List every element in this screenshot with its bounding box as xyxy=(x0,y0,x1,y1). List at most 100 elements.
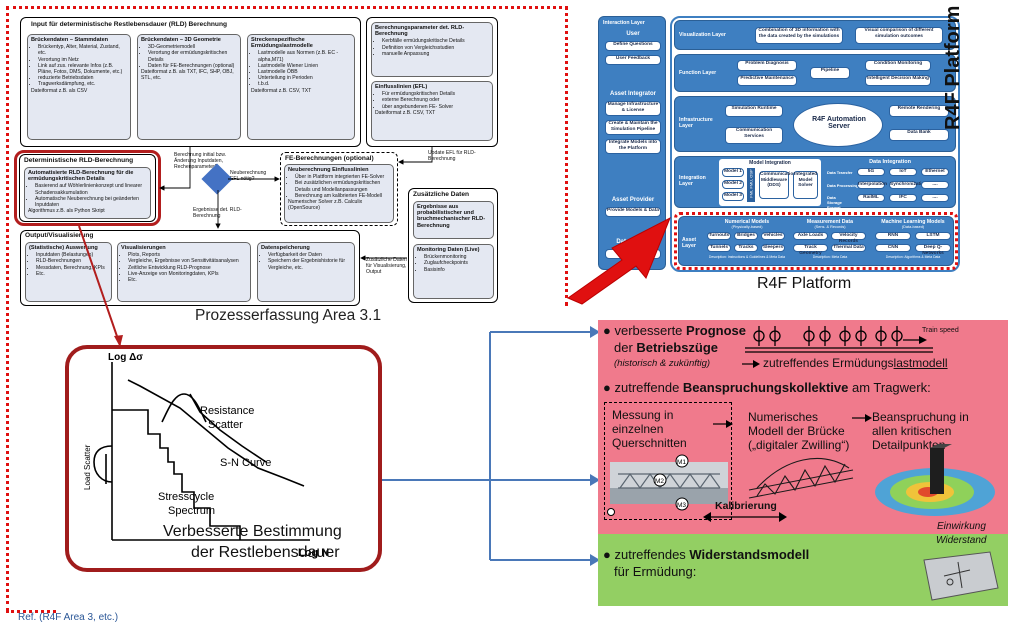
geo-box: Brückendaten – 3D Geometrie 3D-Geometrie… xyxy=(137,34,241,140)
zus-mon-title: Monitoring Daten (Live) xyxy=(417,247,480,253)
define-questions: Define Questions xyxy=(605,41,661,51)
stat-box: (Statistische) Auswertung Inputdaten (Be… xyxy=(25,242,112,302)
meas-cell: Track Geometry xyxy=(793,244,828,256)
num-cell: Turnouts xyxy=(707,232,731,240)
dt-row-1: Data Transfer xyxy=(827,170,853,175)
meas-sub: (Sens. & Records) xyxy=(814,225,846,229)
condition-monitoring: Condition Monitoring xyxy=(865,60,931,71)
efl-item: externe Berechnung oder xyxy=(382,97,489,103)
p3-a: zutreffendes xyxy=(614,547,690,562)
data-bank: Data Bank xyxy=(889,129,949,141)
vis-item: Zeitliche Entwicklung RLD-Prognose xyxy=(128,265,247,271)
dt-row-2: Data Processing xyxy=(827,183,859,188)
vis-layer-label: Visualization Layer xyxy=(679,32,726,38)
fe-item: Bei zusätzlichen ermüdungskritischen Det… xyxy=(295,180,390,192)
manage-infra: Manage Infrastructure & License xyxy=(605,101,661,116)
function-layer: Function Layer Problem Diagnosis Predict… xyxy=(674,54,956,92)
remote-rendering: Remote Rendering xyxy=(889,105,949,117)
zus-box: Zusätzliche Daten Ergebnisse aus probabi… xyxy=(408,188,498,303)
p1-arrow-underlined: lastmodell xyxy=(893,356,948,370)
stamm-item: Brückentyp, Alter, Material, Zustand, et… xyxy=(38,44,127,56)
sn-curve xyxy=(127,379,305,487)
num-text: Numerisches Modell der Brücke („digitale… xyxy=(748,410,850,452)
infra-layer: Infrastructure Layer Simulation Runtime … xyxy=(674,96,956,152)
load-scatter-curve xyxy=(93,445,113,483)
pipeline-box: Pipeline xyxy=(810,67,850,79)
p1-e: (historisch & zukünftig) xyxy=(614,358,711,369)
integrated-solver: Integrated Model Solver xyxy=(793,171,818,199)
blue-connectors xyxy=(382,326,600,566)
sn-x-label: Log N xyxy=(298,547,329,559)
asset-layer-frame xyxy=(674,212,958,270)
vis-item: Plots, Reports xyxy=(128,252,247,258)
efl-inner: Einflusslinien (EFL) Für ermüdungskritis… xyxy=(371,81,493,141)
p3-b: Widerstandsmodell xyxy=(689,547,810,562)
sensor-markers: M1 M2 M3 xyxy=(653,454,689,511)
strecke-item: Lastmodelle ÖBB xyxy=(258,69,351,75)
p2-line: ● zutreffende Beanspruchungskollektive a… xyxy=(603,380,931,395)
meas-desc: Description: Meta Data xyxy=(812,255,848,259)
ml-models: Machine Learning Models (Data-based) RNN… xyxy=(873,219,953,264)
p1-c: der xyxy=(614,340,637,355)
zus-mon-item: Brückenmonitoring xyxy=(424,254,490,260)
det-footer: Algorithmus z.B. als Python Skript xyxy=(28,208,105,215)
param-item: Definition von Vergleichsstudien xyxy=(382,45,489,51)
p2-a: zutreffende xyxy=(614,380,683,395)
meas-cell: Velocity Records xyxy=(831,232,866,244)
problem-diagnosis: Problem Diagnosis xyxy=(737,60,797,71)
red-connector xyxy=(78,225,123,347)
p2-bullet: ● xyxy=(603,380,611,395)
vis-item: Live-Anzeige von Monitoringdaten, KPIs xyxy=(128,271,247,277)
dt-cell: Ethernet xyxy=(921,168,949,176)
flow-initial: Berechnung initial bzw. Änderung Inputda… xyxy=(174,152,227,171)
p1-bullet: ● xyxy=(603,323,611,338)
m3: M3 xyxy=(677,502,686,509)
mess-box xyxy=(604,402,732,520)
num-cell: Sleepers xyxy=(761,244,785,252)
p1-b: Prognose xyxy=(686,323,746,338)
fe-title: FE-Berechnungen (optional) xyxy=(285,155,374,162)
asset-layer-label: Asset Layer xyxy=(682,237,697,249)
vis-box: Visualisierungen Plots, Reports Vergleic… xyxy=(117,242,251,302)
sn-box xyxy=(65,345,382,572)
ds-item: Verfügbarkeit der Daten xyxy=(268,252,351,258)
det-subtitle: Automatisierte RLD-Berechnung für die er… xyxy=(28,170,134,183)
p2-arrow-1 xyxy=(713,420,733,428)
process-connectors xyxy=(159,147,433,261)
param-item: Kerbfälle ermüdungskritische Details xyxy=(382,38,489,44)
ml-cell: RNN xyxy=(875,232,911,240)
vis-layer: Visualization Layer Combination of 3D in… xyxy=(674,20,956,50)
comm-services: Communication Services xyxy=(725,127,783,144)
stamm-item: Verortung im Netz xyxy=(38,57,127,63)
param-item: manuelle Anpassung xyxy=(382,51,489,57)
ml-desc: Description: Algorithms & Meta Data xyxy=(885,255,941,259)
zus-erg-title: Ergebnisse aus probabilistischer und bru… xyxy=(417,204,486,229)
infra-layer-label: Infrastructure Layer xyxy=(679,117,713,129)
strecke-footer: Dateiformat z.B. CSV, TXT xyxy=(251,87,312,94)
vis-item: Etc. xyxy=(128,277,247,283)
resistance-scatter-curve xyxy=(161,393,207,423)
sn-caption-1: Verbesserte Bestimmung xyxy=(163,523,342,540)
data-integration: Data Integration Data Transfer Data Proc… xyxy=(827,159,953,210)
strecke-item: Unterteilung in Perioden xyxy=(258,75,351,81)
resistance-label: Resistance xyxy=(200,405,254,417)
efl-title: Einflusslinien (EFL) xyxy=(375,84,428,90)
num-cell: Tunnels xyxy=(707,244,731,252)
dt-cell: IoT xyxy=(889,168,917,176)
p2-arrow-2 xyxy=(852,414,872,422)
platform-side-title: R4F Platform xyxy=(942,5,964,130)
num-sub: (Physically-based) xyxy=(731,225,763,229)
ml-cell: Deep Q-Networks xyxy=(915,244,951,256)
stamm-item: reduzierte Betriebsdaten xyxy=(38,75,127,81)
bridge-photo xyxy=(610,462,728,504)
fe-footer: Numerischer Solver z.B. Calculix (OpenSo… xyxy=(288,199,363,212)
specimen-sketch xyxy=(923,551,999,601)
param-inner: Berechnungsparameter det. RLD-Berechnung… xyxy=(371,22,493,77)
geo-item: Daten für FE-Berechnungen (optional) xyxy=(148,63,237,69)
geo-item: 3D-Geometriemodell xyxy=(148,44,237,50)
provider-label: Asset Provider xyxy=(611,197,655,203)
sn-curve-lower xyxy=(189,393,267,463)
asset-layer: Asset Layer Numerical Models (Physically… xyxy=(678,216,954,266)
stamm-footer: Dateiformat z.B. als CSV xyxy=(31,87,88,94)
p3-line: ● zutreffendes Widerstandsmodell xyxy=(603,547,809,562)
